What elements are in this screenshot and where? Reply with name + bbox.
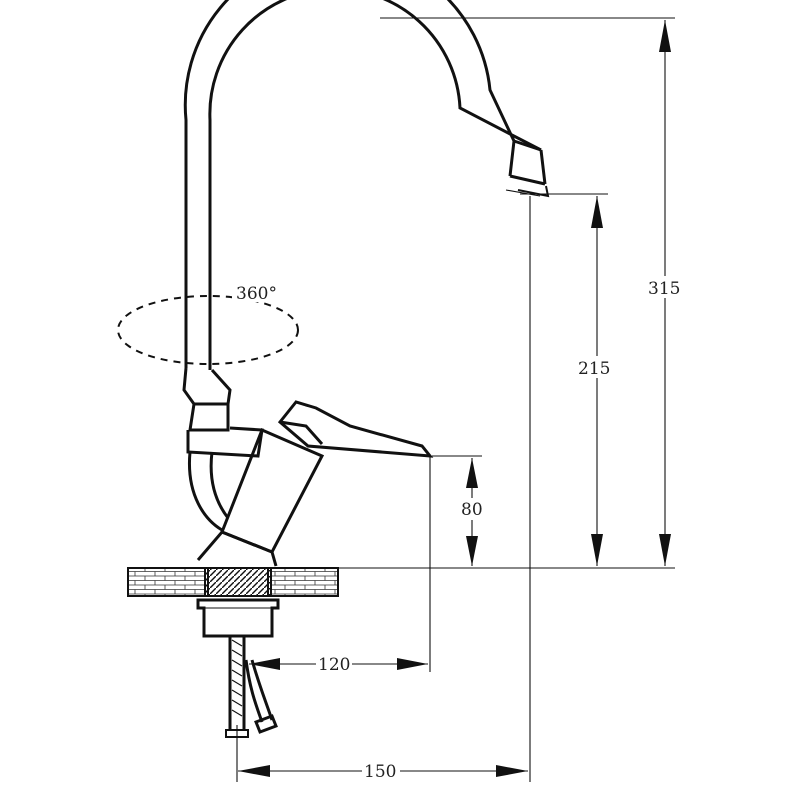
extension-lines [236, 17, 675, 782]
dimension-315-label: 315 [648, 279, 680, 299]
dimension-spout-reach [238, 761, 528, 781]
dimension-lever-height [460, 458, 484, 566]
dimension-120-label: 120 [318, 655, 350, 675]
dimension-lever-reach [249, 654, 428, 674]
mounting-nut [196, 598, 280, 638]
countertop [127, 567, 339, 597]
dimension-80-label: 80 [461, 500, 483, 520]
supply-hoses [225, 636, 278, 738]
faucet-body [182, 367, 264, 532]
spout [183, 0, 550, 370]
dimension-150-label: 150 [364, 762, 396, 782]
dimension-total-height [650, 20, 680, 566]
dimension-spout-height [580, 196, 612, 566]
rotation-indicator [117, 280, 299, 365]
dimension-215-label: 215 [578, 359, 610, 379]
rotation-label: 360° [236, 284, 277, 304]
cartridge-lever [196, 400, 434, 567]
